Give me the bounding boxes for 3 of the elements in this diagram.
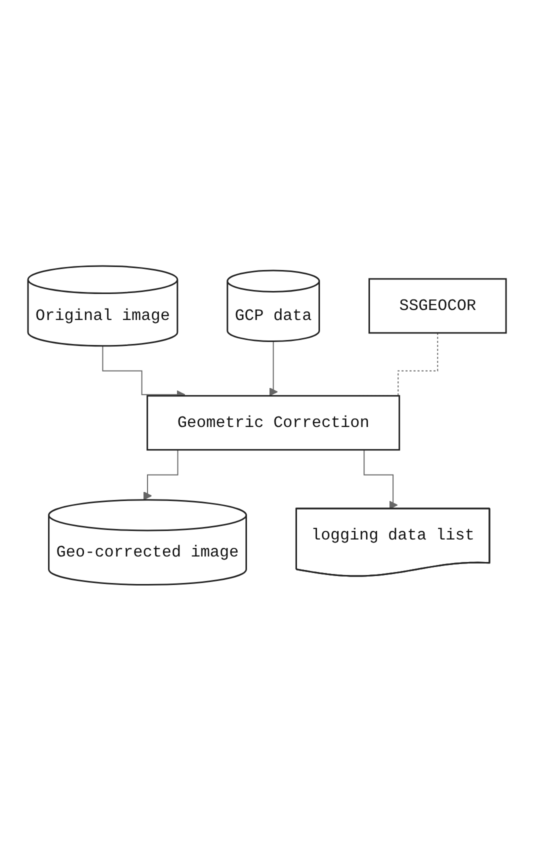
node-box: Geometric Correction: [146, 394, 400, 450]
arrow: [268, 340, 278, 396]
node-box: SSGEOCOR: [368, 278, 507, 334]
